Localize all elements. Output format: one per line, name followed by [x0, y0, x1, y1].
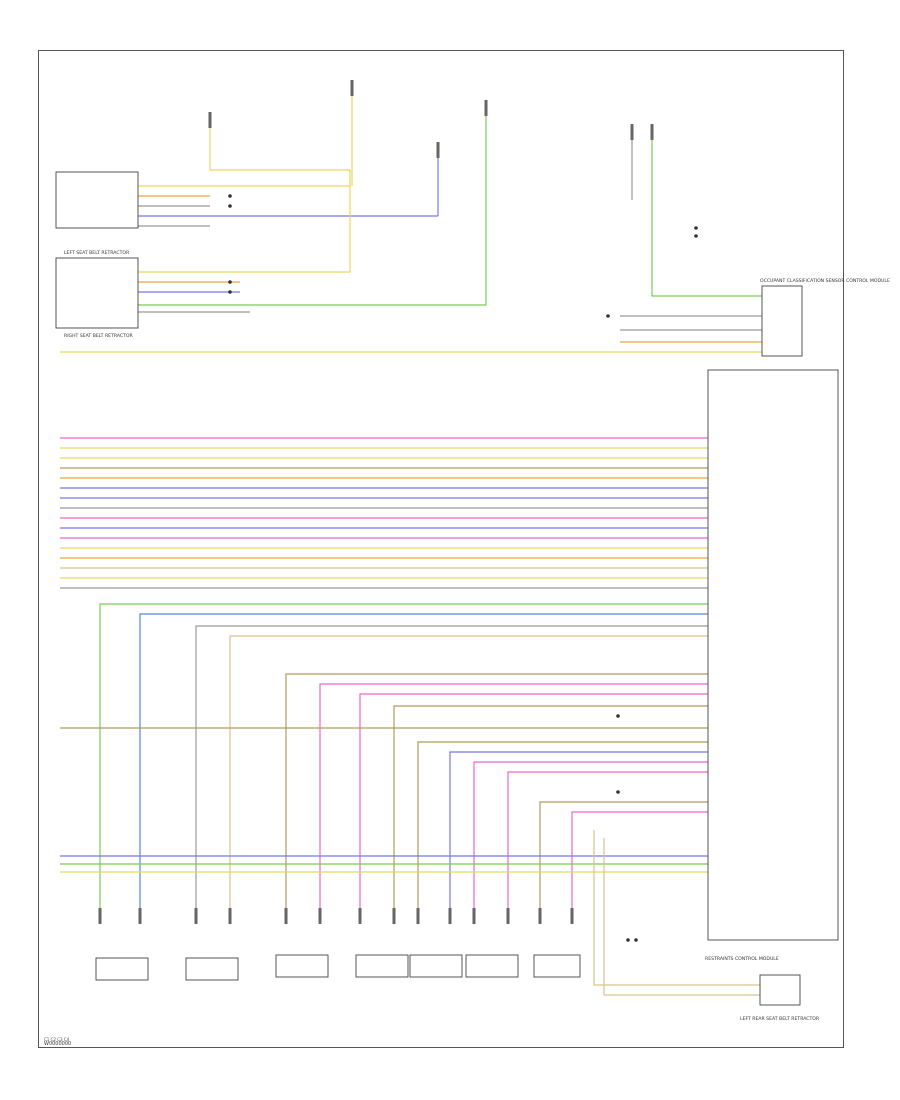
drop-wire-1 — [139, 613, 708, 910]
drop-wire-2 — [195, 625, 708, 910]
top-connector-1 — [350, 80, 354, 96]
sensor-connector-2 — [194, 908, 198, 924]
wire-layer — [60, 90, 762, 996]
sensor-connector-8 — [416, 908, 420, 924]
occupant-classification-box — [761, 285, 803, 357]
wire-rear-retractor-2 — [603, 838, 760, 996]
sensor-connector-11 — [506, 908, 510, 924]
top-connector-4 — [630, 124, 634, 140]
restraints-control-box — [707, 369, 839, 941]
occupant-label-text: OCCUPANT CLASSIFICATION SENSOR CONTROL M… — [760, 278, 890, 284]
top-connector-0 — [208, 112, 212, 128]
top-wire-green-drop — [138, 110, 487, 306]
top-connector-2 — [436, 142, 440, 158]
restraints-control-label: RESTRAINTS CONTROL MODULE — [705, 956, 779, 962]
top-wire-yellow-loop — [138, 120, 351, 273]
sensor-connector-13 — [570, 908, 574, 924]
connector-refs-label: C1 C2 C3 C4 — [44, 1037, 70, 1042]
label-layer: RIGHT SEAT BELT RETRACTOR LEFT SEAT BELT … — [44, 250, 890, 1042]
drop-wire-9 — [449, 751, 708, 910]
sensor-connector-12 — [538, 908, 542, 924]
drop-wire-11 — [507, 771, 708, 910]
drop-wire-4 — [285, 673, 708, 910]
sensor-box-5 — [465, 954, 519, 978]
sensor-connector-5 — [318, 908, 322, 924]
top-connector-5 — [650, 124, 654, 140]
right-seat-belt-label: RIGHT SEAT BELT RETRACTOR — [64, 333, 134, 339]
sensor-box-1 — [185, 957, 239, 981]
sensor-connector-10 — [472, 908, 476, 924]
top-splice-6 — [694, 234, 698, 238]
top-splice-0 — [228, 194, 232, 198]
sensor-connector-4 — [284, 908, 288, 924]
component-layer — [55, 171, 839, 1006]
module-splice-3 — [634, 938, 638, 942]
footer-code: W0000000 — [44, 1041, 72, 1047]
left-seat-belt-box — [55, 171, 139, 229]
sensor-box-3 — [355, 954, 409, 978]
module-splice-0 — [616, 714, 620, 718]
sensor-connector-1 — [138, 908, 142, 924]
top-connector-3 — [484, 100, 488, 116]
top-splice-3 — [228, 290, 232, 294]
drop-wire-6 — [359, 693, 708, 910]
top-splice-5 — [694, 226, 698, 230]
drop-wire-0 — [99, 603, 708, 910]
module-splice-2 — [626, 938, 630, 942]
top-splice-2 — [228, 280, 232, 284]
left-rear-retractor-box — [759, 974, 801, 1006]
sensor-connector-7 — [392, 908, 396, 924]
drop-wire-3 — [229, 635, 708, 910]
drop-wire-7 — [393, 705, 708, 910]
sensor-box-2 — [275, 954, 329, 978]
wire-rear-retractor-1 — [593, 830, 760, 986]
sensor-connector-6 — [358, 908, 362, 924]
top-splice-4 — [606, 314, 610, 318]
sensor-box-6 — [533, 954, 581, 978]
right-seat-belt-box — [55, 257, 139, 329]
sensor-connector-9 — [448, 908, 452, 924]
terminal-layer — [98, 80, 698, 942]
sensor-connector-3 — [228, 908, 232, 924]
drop-wire-8 — [417, 741, 708, 910]
top-splice-1 — [228, 204, 232, 208]
drop-wire-13 — [571, 811, 708, 910]
module-splice-1 — [616, 790, 620, 794]
top-wire-occ-green — [651, 140, 762, 297]
drop-wire-12 — [539, 801, 708, 910]
drop-wire-10 — [473, 761, 708, 910]
sensor-box-0 — [95, 957, 149, 981]
sensor-box-4 — [409, 954, 463, 978]
diagram-frame — [38, 50, 844, 1048]
left-rear-retractor-label: LEFT REAR SEAT BELT RETRACTOR — [740, 1016, 820, 1022]
drop-wire-5 — [319, 683, 708, 910]
left-seat-belt-label: LEFT SEAT BELT RETRACTOR — [64, 250, 130, 256]
sensor-connector-0 — [98, 908, 102, 924]
